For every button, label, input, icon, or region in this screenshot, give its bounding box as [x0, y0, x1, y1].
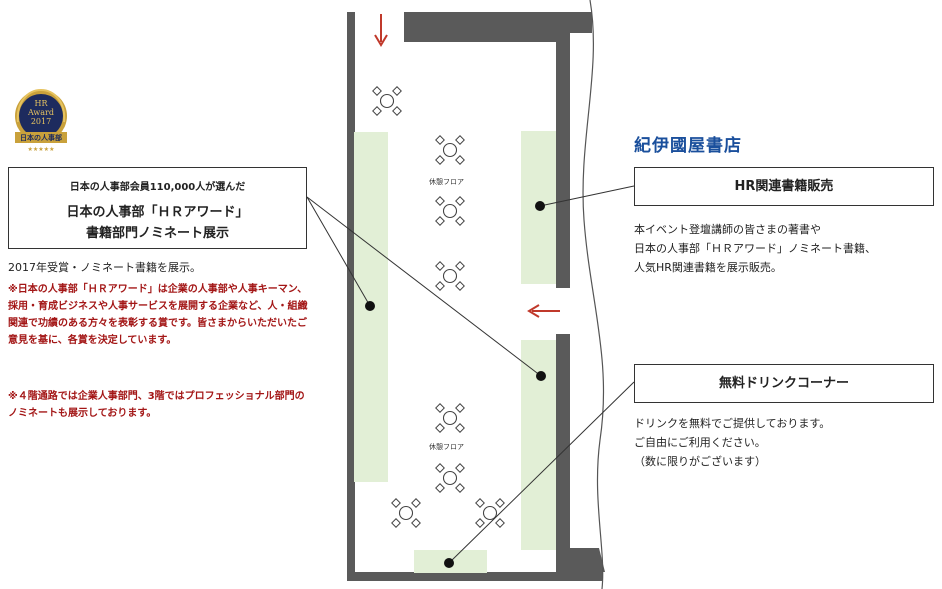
badge-ribbon-text: 日本の人事部 [20, 134, 62, 142]
hr-books-title: HR関連書籍販売 [734, 179, 834, 194]
left-wall [347, 12, 355, 580]
location-dot [535, 201, 545, 211]
free-drink-line: （数に限りがございます） [634, 455, 766, 468]
table-icon [435, 463, 465, 493]
location-dot [365, 301, 375, 311]
entrance-arrow-left [527, 304, 560, 318]
hr-books-line: 人気HR関連書籍を展示販売。 [634, 261, 782, 274]
award-nominee-box: 日本の人事部会員110,000人が選んだ 日本の人事部「ＨＲアワード」 書籍部門… [8, 167, 307, 249]
location-dot [536, 371, 546, 381]
nominee-lead-text: 2017年受賞・ノミネート書籍を展示。 [8, 261, 201, 274]
center-display-zone [521, 340, 556, 550]
building-edge-line [582, 0, 605, 589]
connector-line [306, 196, 371, 307]
rest-floor-label-lower: 休憩フロア [429, 443, 464, 451]
badge-stars: ★★★★★ [27, 146, 55, 153]
kinokuniya-logo: 紀伊國屋書店 [634, 136, 742, 156]
free-drink-line: ご自由にご利用ください。 [634, 436, 766, 449]
hr-award-badge: HR Award 2017 日本の人事部 ★★★★★ [8, 82, 74, 162]
free-drink-box: 無料ドリンクコーナー [634, 364, 934, 403]
rest-floor-label-upper: 休憩フロア [429, 178, 464, 186]
connector-line [539, 185, 635, 207]
hr-books-description: 本イベント登壇講師の皆さまの著書や 日本の人事部「ＨＲアワード」ノミネート書籍、… [634, 220, 876, 277]
table-icon [435, 403, 465, 433]
badge-year: 2017 [30, 117, 52, 126]
nominee-title-line2: 書籍部門ノミネート展示 [85, 226, 229, 241]
entrance-arrow-down [374, 14, 388, 47]
nominee-note-2: ※４階通路では企業人事部門、3階ではプロフェッショナル部門のノミネートも展示して… [8, 391, 305, 419]
badge-hr: HR [34, 99, 48, 108]
hr-books-box: HR関連書籍販売 [634, 167, 934, 206]
badge-award: Award [28, 108, 54, 117]
table-icon [435, 196, 465, 226]
nominee-note-1: ※日本の人事部「ＨＲアワード」は企業の人事部や人事キーマン、採用・育成ビジネスや… [8, 284, 308, 346]
free-drink-title: 無料ドリンクコーナー [718, 376, 849, 391]
table-icon [435, 261, 465, 291]
connector-line [306, 196, 542, 377]
right-wall-upper [404, 12, 592, 288]
free-drink-description: ドリンクを無料でご提供しております。 ご自由にご利用ください。 （数に限りがござ… [634, 414, 830, 471]
award-laurel-icon [15, 89, 67, 143]
table-icon [391, 498, 421, 528]
hr-books-line: 本イベント登壇講師の皆さまの著書や [634, 223, 821, 236]
table-icon [435, 135, 465, 165]
nominee-title-line1: 日本の人事部「ＨＲアワード」 [66, 205, 249, 220]
table-icon [372, 86, 402, 116]
hr-books-line: 日本の人事部「ＨＲアワード」ノミネート書籍、 [634, 242, 876, 255]
bottom-wall [347, 572, 603, 581]
free-drink-line: ドリンクを無料でご提供しております。 [634, 417, 831, 430]
location-dot [444, 558, 454, 568]
connector-line [448, 381, 635, 564]
nominee-subtitle: 日本の人事部会員110,000人が選んだ [69, 182, 246, 193]
right-wall-lower [556, 334, 605, 572]
